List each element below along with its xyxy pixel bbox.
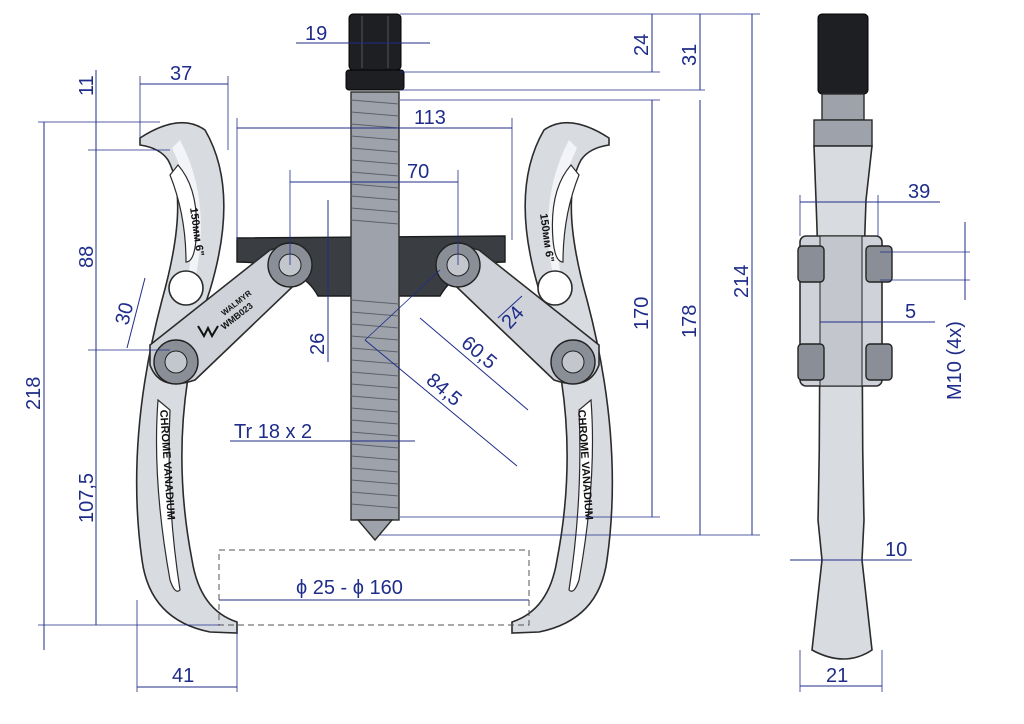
dim-24-top: 24: [631, 34, 653, 56]
dim-range: ϕ 25 - ϕ 160: [296, 577, 403, 599]
dim-21: 21: [826, 665, 848, 687]
side-view: [797, 13, 893, 660]
dim-39: 39: [908, 181, 930, 203]
dim-178: 178: [679, 305, 701, 338]
dim-31: 31: [679, 44, 701, 66]
dim-m10-bolts: M10 (4x): [944, 321, 966, 400]
dim-84-5: 84,5: [422, 369, 466, 411]
left-pivot-hole: [168, 270, 204, 306]
dimension-labels: 19 24 31 11 37 113 70 88 30 26 24 60,5 8…: [23, 23, 966, 687]
dim-37: 37: [170, 63, 192, 85]
side-bolt-upper-right: [865, 245, 893, 283]
dim-30: 30: [112, 300, 139, 327]
dim-218: 218: [23, 377, 45, 410]
side-bolt-lower-right: [865, 343, 893, 381]
dim-88: 88: [76, 246, 98, 268]
dim-26: 26: [307, 333, 329, 355]
dim-107-5: 107,5: [76, 473, 98, 523]
side-bolt-upper-left: [797, 245, 825, 283]
dim-41: 41: [172, 665, 194, 687]
dim-214: 214: [731, 265, 753, 298]
side-arm-profile: [811, 145, 873, 660]
dim-19: 19: [305, 23, 327, 45]
hex-head-nut: [345, 13, 405, 91]
brand-logo: [197, 325, 219, 339]
dim-113: 113: [414, 107, 446, 129]
bolt-lower-left: [153, 339, 199, 385]
forcing-screw: [350, 91, 400, 542]
dim-thread: Tr 18 x 2: [234, 421, 312, 443]
dim-70: 70: [407, 161, 429, 183]
side-bolt-lower-left: [797, 343, 825, 381]
dim-11: 11: [76, 75, 98, 96]
side-hex-nut: [817, 13, 869, 95]
bolt-lower-right: [550, 339, 596, 385]
workpiece-range-box: [218, 549, 530, 626]
right-pivot-hole: [537, 270, 573, 306]
front-view: 150мм 6" 150мм 6" CHROME VANADIUM CHROME…: [135, 13, 614, 634]
dim-170: 170: [631, 297, 653, 330]
dim-5: 5: [905, 301, 916, 323]
dim-10: 10: [885, 539, 907, 561]
dimension-lines: [38, 13, 970, 692]
